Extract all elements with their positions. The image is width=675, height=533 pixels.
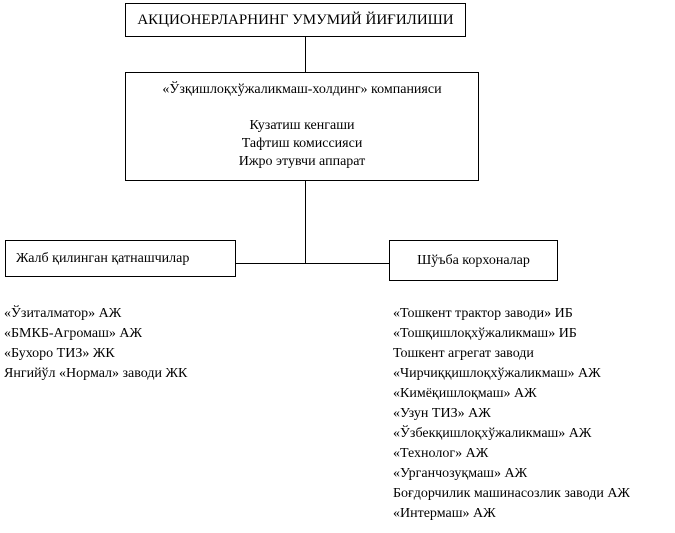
list-item: «БМКБ-Агромаш» АЖ [4, 326, 143, 341]
list-item: «Узун ТИЗ» АЖ [393, 406, 491, 421]
list-item: «Бухоро ТИЗ» ЖК [4, 346, 115, 361]
list-item: Янгийўл «Нормал» заводи ЖК [4, 366, 188, 381]
list-item: «Чирчиққишлоқхўжаликмаш» АЖ [393, 366, 601, 381]
list-item: «Интермаш» АЖ [393, 506, 496, 521]
list-item: Боғдорчилик машинасозлик заводи АЖ [393, 486, 630, 501]
list-item: «Ўзиталматор» АЖ [4, 306, 122, 321]
body-item: Ижро этувчи аппарат [238, 154, 366, 169]
body-item: Тафтиш комиссияси [241, 136, 363, 151]
list-item: «Кимёқишлоқмаш» АЖ [393, 386, 537, 401]
list-item: «Технолог» АЖ [393, 446, 489, 461]
list-item: «Урганчозуқмаш» АЖ [393, 466, 528, 481]
list-item: Тошкент агрегат заводи [393, 346, 534, 361]
list-item: «Тошкент трактор заводи» ИБ [393, 306, 573, 321]
connector-horizontal [235, 263, 390, 264]
company-box: «Ўзқишлоқхўжаликмаш-холдинг» компанияси … [125, 72, 479, 181]
shareholders-meeting-box: АКЦИОНЕРЛАРНИНГ УМУМИЙ ЙИҒИЛИШИ [125, 3, 466, 37]
subsidiaries-box: Шўъба корхоналар [389, 240, 558, 281]
participants-box: Жалб қилинган қатнашчилар [5, 240, 236, 277]
subsidiaries-list: «Тошкент трактор заводи» ИБ «Тошқишлоқхў… [393, 304, 630, 524]
participants-list: «Ўзиталматор» АЖ «БМКБ-Агромаш» АЖ «Бухо… [4, 304, 187, 384]
list-item: «Ўзбекқишлоқхўжаликмаш» АЖ [393, 426, 592, 441]
connector-middle [305, 181, 306, 264]
company-title: «Ўзқишлоқхўжаликмаш-холдинг» компанияси [162, 82, 442, 97]
body-item: Кузатиш кенгаши [249, 118, 355, 133]
list-item: «Тошқишлоқхўжаликмаш» ИБ [393, 326, 577, 341]
connector-top [305, 37, 306, 72]
